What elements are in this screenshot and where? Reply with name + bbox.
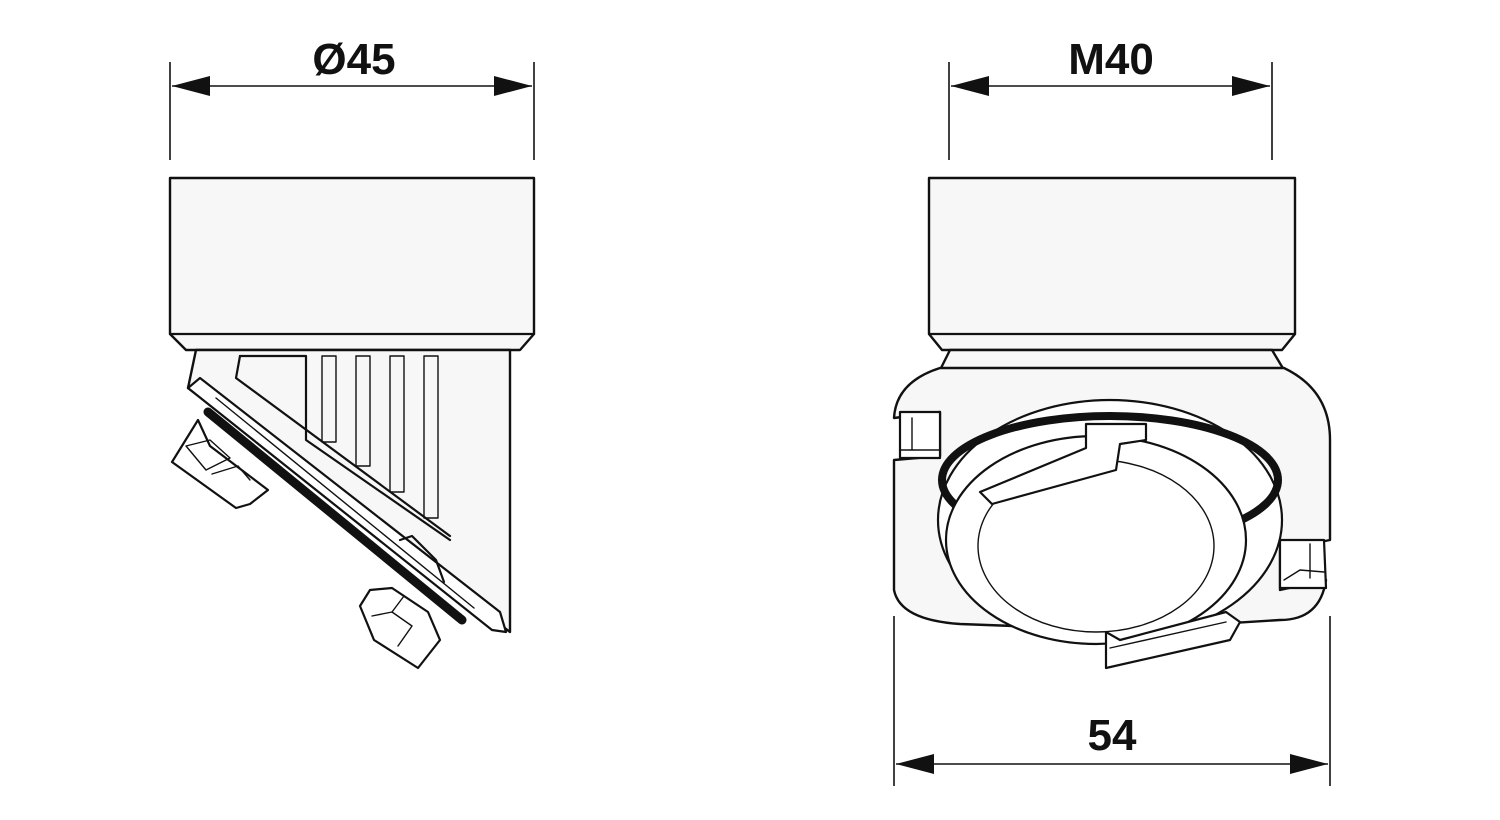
side-lug-upper (170, 418, 270, 510)
front-clip-left (898, 410, 942, 460)
front-view: M40 (892, 35, 1332, 670)
dimension-front-thread: M40 (948, 35, 1273, 160)
front-thread-label: M40 (1068, 35, 1154, 84)
side-diameter-label: Ø45 (312, 35, 395, 84)
side-lug-lower (358, 586, 442, 670)
front-clip-right (1278, 538, 1328, 590)
dimension-front-width: 54 (893, 616, 1331, 786)
side-seal (203, 407, 467, 625)
front-width-label: 54 (1088, 711, 1137, 760)
dimension-side-diameter: Ø45 (169, 35, 535, 160)
front-insert-slot-top (978, 422, 1148, 506)
side-view: Ø45 (168, 35, 536, 670)
side-nut (168, 176, 536, 352)
front-nut (927, 176, 1297, 352)
